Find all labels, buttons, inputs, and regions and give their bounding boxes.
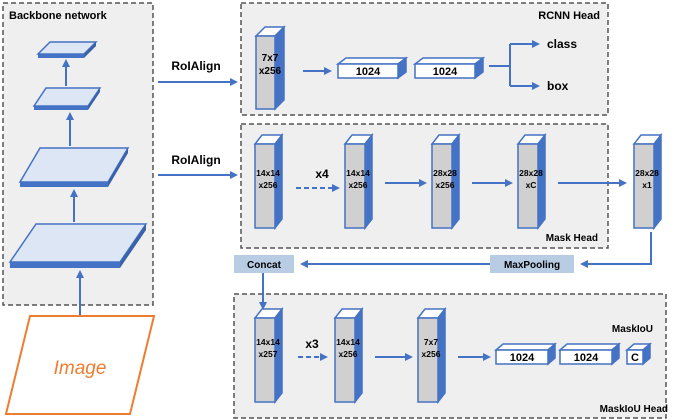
mask-block-5: [632, 132, 663, 231]
mask-head-title: Mask Head: [546, 233, 598, 244]
backbone-layer-2: [32, 87, 102, 110]
rcnn-branch-connector: [489, 44, 511, 86]
rcnn-head-title: RCNN Head: [538, 10, 600, 22]
maskiou-block-1-label-1: 14x14: [256, 337, 280, 347]
mask-block-2: [343, 132, 374, 231]
maxpooling-box: [490, 255, 574, 273]
mask-block-1-label-2: x256: [259, 180, 278, 190]
mask-block-4-label-2: xC: [526, 180, 537, 190]
rcnn-fc1-block: [335, 56, 409, 80]
mask-block-4-label-1: 28x28: [519, 168, 543, 178]
maskiou-fc3-block: [624, 342, 653, 366]
concat-box: [234, 255, 294, 273]
rcnn-feature-label-2: x256: [259, 66, 282, 77]
backbone-title: Backbone network: [9, 10, 108, 22]
maskiou-block-2: [333, 306, 364, 405]
maskiou-fc2-block: [557, 342, 622, 366]
backbone-layer-4: [8, 223, 148, 268]
maskiou-fc3-label: C: [631, 352, 639, 364]
rcnn-feature-label-1: 7x7: [262, 53, 279, 64]
maskiou-fc1-label: 1024: [510, 352, 535, 364]
maxpooling-label: MaxPooling: [504, 260, 560, 271]
mask-head-panel: [240, 123, 609, 249]
maskiou-repeat-label: x3: [305, 337, 319, 351]
mask-block-2-label-2: x256: [349, 180, 368, 190]
mask-block-3-label-1: 28x28: [433, 168, 457, 178]
mask-block-5-label-2: x1: [642, 180, 652, 190]
mask-block-3-label-2: x256: [436, 180, 455, 190]
mask-repeat-label: x4: [315, 167, 329, 181]
maskiou-block-1-label-2: x257: [259, 349, 278, 359]
rcnn-fc2-label: 1024: [433, 66, 458, 78]
mask-block-1-label-1: 14x14: [256, 168, 280, 178]
maskiou-block-3-label-1: 7x7: [424, 337, 438, 347]
maskiou-block-3-label-2: x256: [422, 349, 441, 359]
maskiou-inner-title: MaskIoU: [612, 324, 653, 335]
rcnn-output-class: class: [547, 37, 577, 51]
rcnn-fc1-label: 1024: [356, 66, 381, 78]
maskiou-head-title: MaskIoU Head: [600, 404, 668, 415]
image-label: Image: [54, 358, 107, 379]
mask-output-to-maxpool-arrow: [580, 232, 652, 268]
roialign-label-mask: RoIAlign: [171, 153, 220, 167]
concat-label: Concat: [247, 260, 282, 271]
rcnn-output-box: box: [547, 79, 569, 93]
rcnn-fc2-block: [412, 56, 486, 80]
roialign-label-rcnn: RoIAlign: [171, 59, 220, 73]
maskiou-block-2-label-1: 14x14: [336, 337, 360, 347]
mask-block-5-label-1: 28x28: [635, 168, 659, 178]
mask-block-2-label-1: 14x14: [346, 168, 370, 178]
image-input-shape: [4, 315, 156, 415]
maskiou-fc2-label: 1024: [574, 352, 599, 364]
maskiou-block-3: [416, 306, 447, 405]
rcnn-feature-block: [254, 25, 286, 111]
mask-block-3: [430, 132, 461, 231]
maskiou-block-1: [253, 306, 284, 405]
mask-block-1: [253, 132, 284, 231]
backbone-layer-1: [36, 41, 98, 58]
maskiou-block-2-label-2: x256: [339, 349, 358, 359]
mask-block-4: [516, 132, 547, 231]
backbone-layer-3: [18, 147, 130, 187]
maskiou-fc1-block: [493, 342, 558, 366]
